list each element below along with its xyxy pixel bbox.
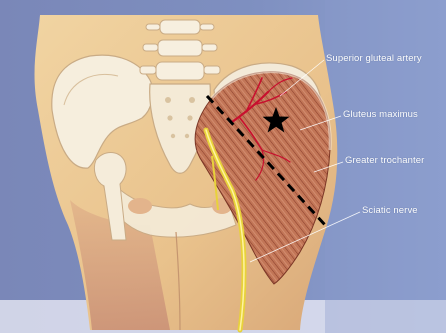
gluteus-maximus-label: Gluteus maximus [343, 109, 418, 120]
sciatic-nerve-label: Sciatic nerve [362, 205, 418, 216]
greater-trochanter-label: Greater trochanter [345, 155, 424, 166]
lumbar-spine [140, 20, 220, 80]
superior-gluteal-artery-label: Superior gluteal artery [326, 53, 422, 64]
